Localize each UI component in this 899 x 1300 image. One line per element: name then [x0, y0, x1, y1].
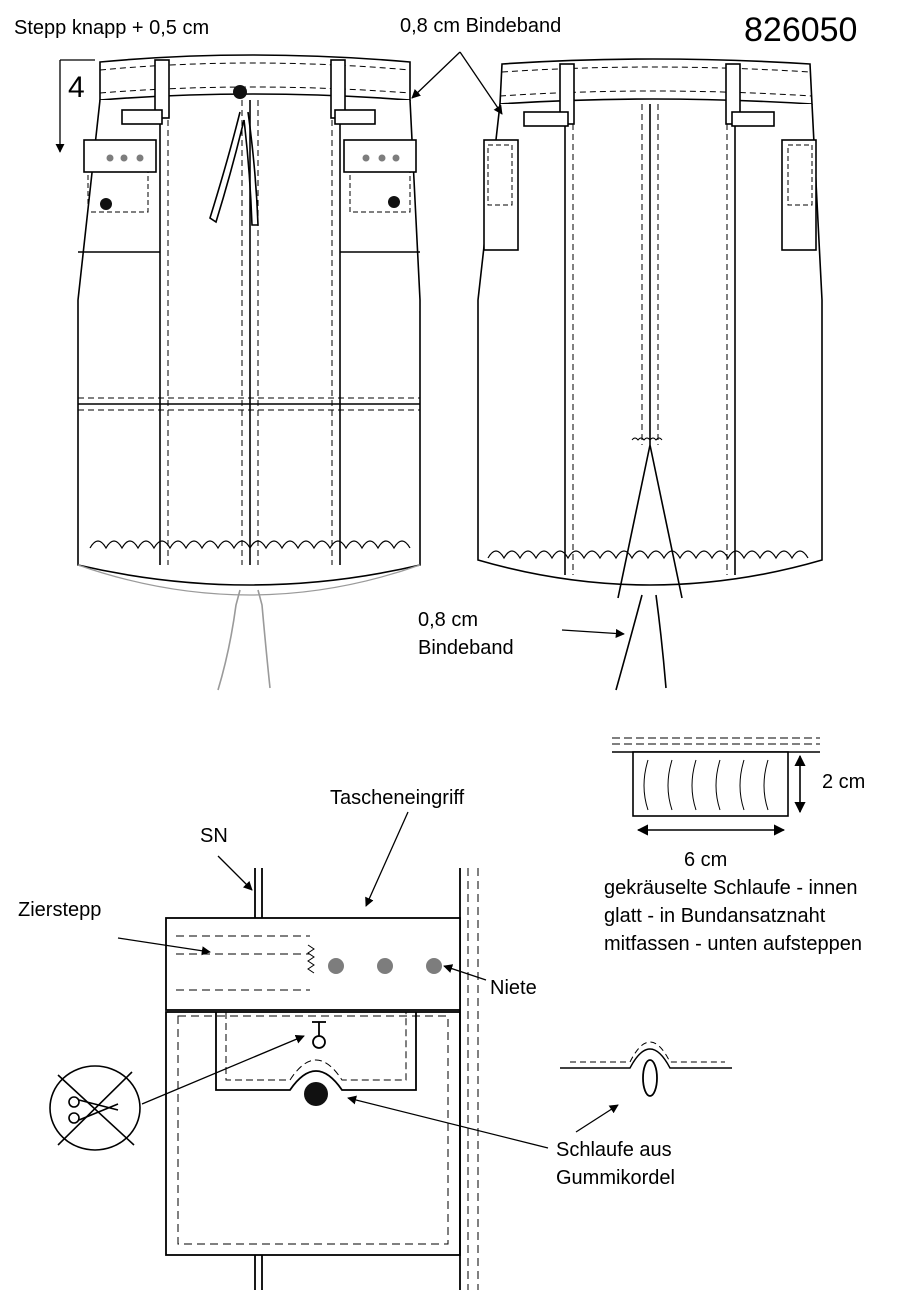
annotation-arrows [55, 51, 625, 1149]
rivet-label: Niete [490, 977, 537, 999]
pocket-opening-label: Tascheneingriff [330, 787, 465, 809]
stitch-note-label: Stepp knapp + 0,5 cm [14, 17, 210, 39]
scissors-crossed-icon [49, 1065, 141, 1151]
front-skirt-view [77, 54, 421, 691]
gathered-loop-detail [612, 737, 820, 836]
pocket-detail [165, 868, 732, 1290]
model-number: 826050 [744, 11, 858, 49]
loop-width-label: 6 cm [684, 849, 728, 871]
front-pocket-buttons [100, 196, 400, 210]
elastic-cord-button [304, 1082, 328, 1106]
side-seam-label: SN [200, 825, 228, 847]
waist-button [233, 85, 247, 99]
detail-rivets [328, 958, 442, 974]
loop-note: gekräuselte Schlaufe - innen glatt - in … [604, 877, 862, 955]
step-number: 4 [68, 71, 85, 104]
tie-band-bottom-label: 0,8 cm Bindeband [418, 609, 514, 659]
tie-band-top-label: 0,8 cm Bindeband [400, 15, 562, 37]
loop-height-label: 2 cm [822, 771, 866, 793]
front-rivets [106, 154, 400, 162]
back-skirt-view [477, 58, 823, 691]
elastic-loop-label: Schlaufe aus Gummikordel [556, 1139, 675, 1189]
decorative-stitch-label: Zierstepp [18, 899, 102, 921]
